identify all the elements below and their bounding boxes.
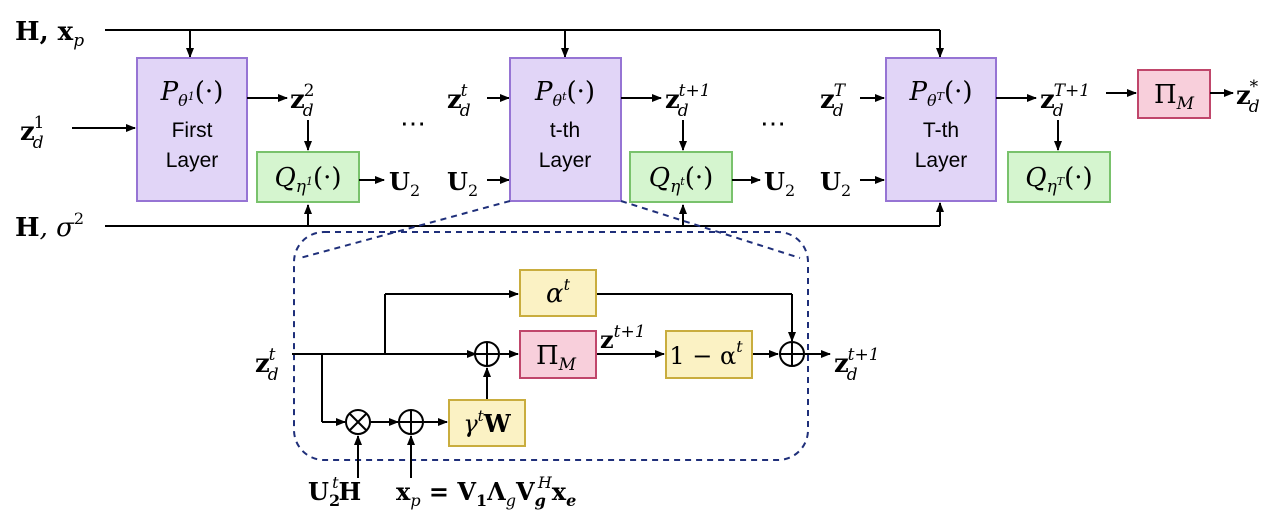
U2-input-t: U2 [447,167,478,200]
inset-z-d-t-input: zdt [255,345,279,385]
q-block-1: Qη1(·) [256,151,360,203]
svg-text:Qη1(·): Qη1(·) [274,163,341,197]
z-d-T-input: zdT [820,81,847,121]
layer-t-label-line1: t-th [550,119,580,142]
inset-bottom-left-label: U2tH [308,473,361,510]
z-d-1-input: zd1 [20,113,44,153]
layer-T-block: PθT(·) T-th Layer [885,57,997,202]
svg-text:zd2: zd2 [290,81,314,121]
svg-text:zdt: zdt [447,81,471,121]
z-d-star-output: zd* [1236,77,1260,117]
bottom-bus-line [105,202,944,227]
svg-text:PθT(·): PθT(·) [908,77,972,110]
svg-text:xp = V1ΛgVgHxe: xp = V1ΛgVgHxe [396,473,576,510]
layer-t-label-line2: Layer [539,149,592,172]
svg-text:zdt: zdt [255,345,279,385]
svg-text:U2tH: U2tH [308,473,361,510]
inset-wires [292,290,831,478]
projection-block-top: ΠM [1137,69,1211,119]
svg-text:U2: U2 [389,167,420,200]
layer-1-label-line2: Layer [166,149,219,172]
z-d-T1-output: zdT+1 [1040,81,1090,121]
inset-plus-circle-1 [474,341,500,367]
svg-text:zdT: zdT [820,81,847,121]
z-d-t-input: zdt [447,81,471,121]
svg-text:zd1: zd1 [20,113,44,153]
inset-projection-block: ΠM [519,330,597,379]
svg-text:γtW: γtW [463,407,511,438]
svg-text:zdt+1: zdt+1 [665,81,711,121]
inset-z-t1-mid-label: zt+1 [600,322,646,354]
svg-text:Pθt(·): Pθt(·) [534,77,595,110]
U2-output-t: U2 [764,167,795,200]
layer-1-label-line1: First [172,119,213,142]
input-H-sigma-label: H, σ2 [15,209,84,243]
z-d-t1-output: zdt+1 [665,81,711,121]
svg-text:U2: U2 [447,167,478,200]
svg-text:Pθ1(·): Pθ1(·) [160,77,224,110]
one-minus-alpha-block: 1 − αt [665,330,753,379]
layer-T-label-line2: Layer [915,149,968,172]
inset-frame [293,231,809,461]
svg-text:Qηt(·): Qηt(·) [649,163,714,197]
svg-text:1 − αt: 1 − αt [669,337,743,370]
inset-plus-circle-3 [398,409,424,435]
alpha-block: αt [519,269,597,317]
input-H-xp-label: H, xp [15,17,84,51]
layer-T-label-line1: T-th [923,119,959,142]
svg-text:αt: αt [546,275,571,309]
ellipsis-1: ⋯ [400,109,426,139]
svg-text:zdt+1: zdt+1 [834,345,880,385]
layer-1-block: Pθ1(·) First Layer [136,57,248,202]
top-bus-line [105,29,944,58]
inset-times-circle [345,409,371,435]
gamma-W-block: γtW [448,399,526,447]
z-d-2-output: zd2 [290,81,314,121]
svg-text:QηT(·): QηT(·) [1025,163,1092,197]
U2-input-T: U2 [820,167,851,200]
svg-text:ΠM: ΠM [536,341,577,375]
svg-text:zd*: zd* [1236,77,1260,117]
ellipsis-2: ⋯ [760,109,786,139]
svg-text:ΠM: ΠM [1154,80,1195,114]
inset-plus-circle-2 [779,341,805,367]
U2-output-1: U2 [389,167,420,200]
q-block-t: Qηt(·) [629,151,733,203]
svg-text:zt+1: zt+1 [600,322,646,354]
q-block-T: QηT(·) [1007,151,1111,203]
svg-text:zdT+1: zdT+1 [1040,81,1090,121]
svg-text:U2: U2 [820,167,851,200]
inset-z-d-t1-output: zdt+1 [834,345,880,385]
zoom-lines [299,200,801,259]
layer-t-block: Pθt(·) t-th Layer [509,57,622,202]
svg-text:H, xp: H, xp [15,17,84,51]
svg-text:H, σ2: H, σ2 [15,209,84,243]
inset-bottom-right-label: xp = V1ΛgVgHxe [396,473,576,510]
svg-text:U2: U2 [764,167,795,200]
